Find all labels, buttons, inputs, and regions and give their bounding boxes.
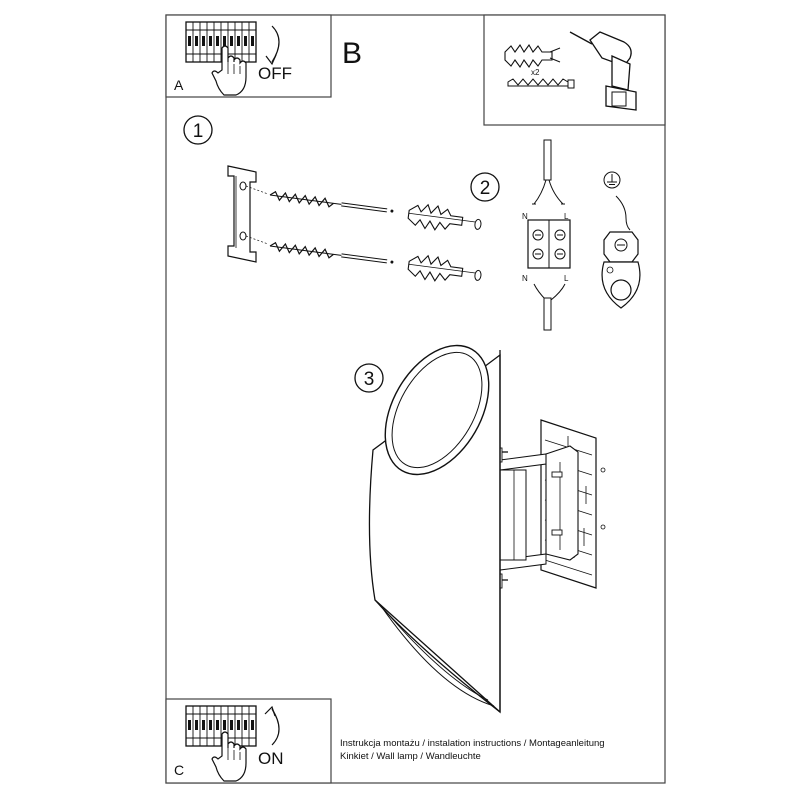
step-1-badge [183,115,213,145]
panel-b-letter: B [342,37,362,70]
screw-icon [507,78,575,89]
tools-box: x2 [483,14,666,126]
panel-c-power-on: ON C [165,698,332,784]
step-2-badge [470,172,500,202]
step-2-wiring: 2 N L N L [470,139,641,331]
panel-c-letter: C [174,762,184,778]
step-3-badge [354,363,384,393]
screw-and-plug-bottom-icon [267,234,484,288]
live-label-bottom: L [564,274,569,283]
mounting-bracket-icon [227,165,257,263]
step-1-number: 1 [193,121,204,142]
quantity-label: x2 [531,68,540,77]
step-3-number: 3 [364,369,375,390]
panel-a-letter: A [174,77,184,93]
wall-plug-icon [504,43,561,69]
neutral-label-bottom: N [522,274,528,283]
page-frame [165,14,666,784]
neutral-label-top: N [522,212,528,221]
caption-product-name: Kinkiet / Wall lamp / Wandleuchte [340,751,481,762]
panel-a-power-off: OFF A [165,14,332,98]
terminal-block-diagram: N L N L [522,139,571,331]
on-label: ON [258,749,284,768]
wall-lamp-tube-icon [368,344,501,714]
screw-and-plug-top-icon [267,183,484,237]
circuit-breaker-icon [185,21,257,63]
off-label: OFF [258,64,292,83]
caption-instructions: Instrukcja montażu / instalation instruc… [340,738,605,749]
mounted-bracket-icon [495,445,579,589]
power-drill-icon [569,31,637,111]
circuit-breaker-icon [185,705,257,747]
step-2-number: 2 [480,178,491,199]
ground-connection-diagram [601,171,641,309]
step-3-lamp-assembly: 3 [354,344,606,714]
live-label-top: L [564,212,569,221]
step-1-mounting: 1 [183,115,484,288]
